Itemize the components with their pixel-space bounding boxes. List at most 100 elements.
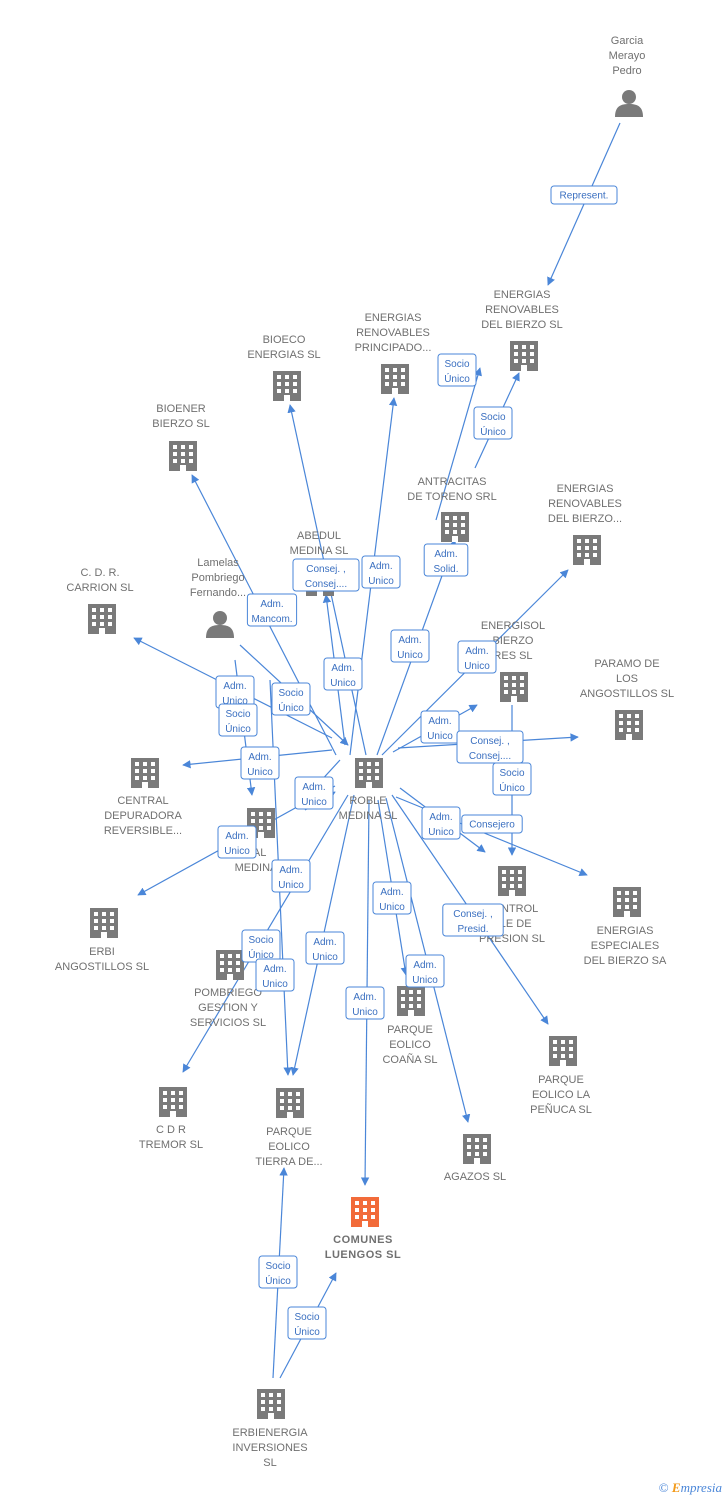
edge-label-text: Adm. <box>413 960 436 971</box>
edge-label-text: Unico <box>397 650 423 661</box>
node-label: PEÑUCA SL <box>530 1103 592 1116</box>
logo-text: mpresia <box>680 1480 722 1495</box>
edge-label-text: Unico <box>368 576 394 587</box>
node-label: CARRION SL <box>66 582 133 594</box>
edge-label-box <box>461 814 523 834</box>
node-label: GESTION Y <box>198 1002 258 1014</box>
node-label: ABEDUL <box>297 530 341 542</box>
node-label: SL <box>263 1457 276 1469</box>
company-node-ener_principado[interactable]: ENERGIASRENOVABLESPRINCIPADO... <box>355 312 432 394</box>
node-label: ENERGISOL <box>481 620 545 632</box>
edge-label-text: Socio <box>225 709 250 720</box>
edge-label-text: Adm. <box>279 865 302 876</box>
edge-label-box <box>550 185 618 205</box>
edge-label-box <box>442 903 504 937</box>
node-label: POMBRIEGO <box>194 987 262 999</box>
node-label: RES SL <box>493 650 532 662</box>
edge-label-box <box>423 543 469 577</box>
edge-label-box <box>246 593 298 627</box>
edge-label-text: Adm. <box>434 549 457 560</box>
person-icon <box>615 90 643 117</box>
node-label: ESPECIALES <box>591 940 659 952</box>
node-label: RENOVABLES <box>485 304 559 316</box>
building-icon <box>216 950 244 980</box>
edge-label: Adm.Unico <box>217 825 257 859</box>
edge-label-text: Adm. <box>353 992 376 1003</box>
edge-label-box <box>420 710 460 744</box>
edge-label-box <box>218 703 258 737</box>
building-icon <box>549 1036 577 1066</box>
edge-label-text: Unico <box>224 846 250 857</box>
company-node-central_dep[interactable]: CENTRALDEPURADORAREVERSIBLE... <box>104 758 183 837</box>
edge-label: Adm.Unico <box>323 657 363 691</box>
company-node-cdr_carrion[interactable]: C. D. R. CARRION SL <box>66 567 134 634</box>
edge-labels-layer: Represent.SocioÚnicoSocioÚnicoAdm.Solid.… <box>215 185 618 1340</box>
edge-label-text: Unico <box>312 952 338 963</box>
company-node-agazos[interactable]: AGAZOS SL <box>444 1134 506 1183</box>
node-label: ENERGIAS SL <box>247 349 320 361</box>
edge-label: Adm.Unico <box>294 776 334 810</box>
node-label: SERVICIOS SL <box>190 1017 266 1029</box>
node-label: EOLICO <box>268 1141 310 1153</box>
edge-label-text: Consej. , <box>306 564 345 575</box>
node-label: DEPURADORA <box>104 810 182 822</box>
company-node-pombriego[interactable]: POMBRIEGO GESTION Y SERVICIOS SL <box>190 950 266 1029</box>
building-icon <box>381 364 409 394</box>
node-label: RENOVABLES <box>356 327 430 339</box>
person-node-lamelas[interactable]: LamelasPombriegoFernando... <box>190 557 246 638</box>
node-label: ANGOSTILLOS SL <box>55 961 149 973</box>
edge-label-box <box>217 825 257 859</box>
edge-label-text: Adm. <box>398 635 421 646</box>
logo-initial: E <box>671 1480 681 1495</box>
node-label: DE TORENO SRL <box>407 491 496 503</box>
edge-label-box <box>287 1306 327 1340</box>
building-icon <box>441 512 469 542</box>
edge-label-text: Unico <box>352 1007 378 1018</box>
edge-label-box <box>361 555 401 589</box>
node-label: CENTRAL <box>117 795 168 807</box>
node-label: MEDINA SL <box>339 810 398 822</box>
edge-label-text: Socio <box>480 412 505 423</box>
building-icon <box>613 887 641 917</box>
edge-label: Consej. ,Consej.... <box>292 558 360 592</box>
edge-label: Consej. ,Consej.... <box>456 730 524 764</box>
node-label: C. D. R. <box>80 567 119 579</box>
edge-label-text: Socio <box>294 1312 319 1323</box>
empresia-footer[interactable]: © Empresia <box>659 1480 722 1496</box>
edge-label: Adm. Unico <box>390 629 430 663</box>
building-icon <box>159 1087 187 1117</box>
building-icon <box>498 866 526 896</box>
node-label: C D R <box>156 1124 186 1136</box>
empresia-logo: Empresia <box>672 1480 722 1495</box>
edge-label-text: Unico <box>379 902 405 913</box>
node-label: ANGOSTILLOS SL <box>580 688 674 700</box>
edge-label: Adm.Unico <box>240 746 280 780</box>
edge-label-text: Unico <box>464 661 490 672</box>
edge-label-text: Adm. <box>248 752 271 763</box>
edge-label-box <box>473 406 513 440</box>
building-icon <box>169 441 197 471</box>
